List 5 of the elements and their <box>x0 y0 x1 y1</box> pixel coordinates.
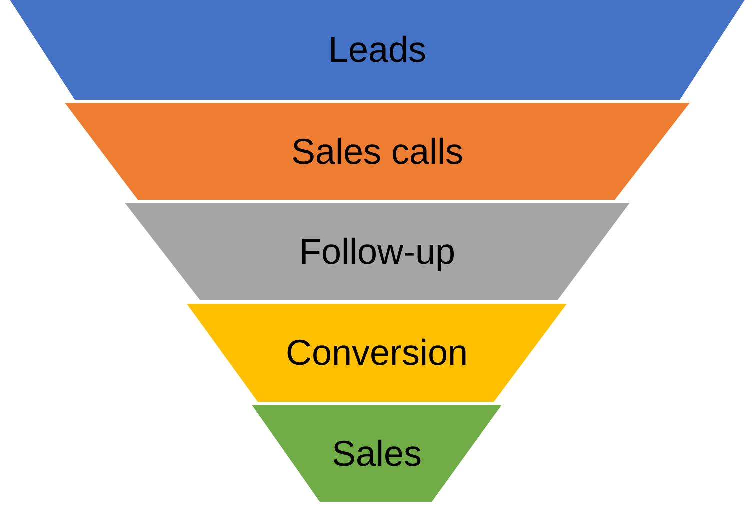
stage-label: Sales calls <box>291 130 464 172</box>
stage-label: Follow-up <box>299 230 456 272</box>
stage-label: Conversion <box>286 332 468 374</box>
stage-label: Sales <box>332 432 422 474</box>
stage-label: Leads <box>328 29 427 71</box>
